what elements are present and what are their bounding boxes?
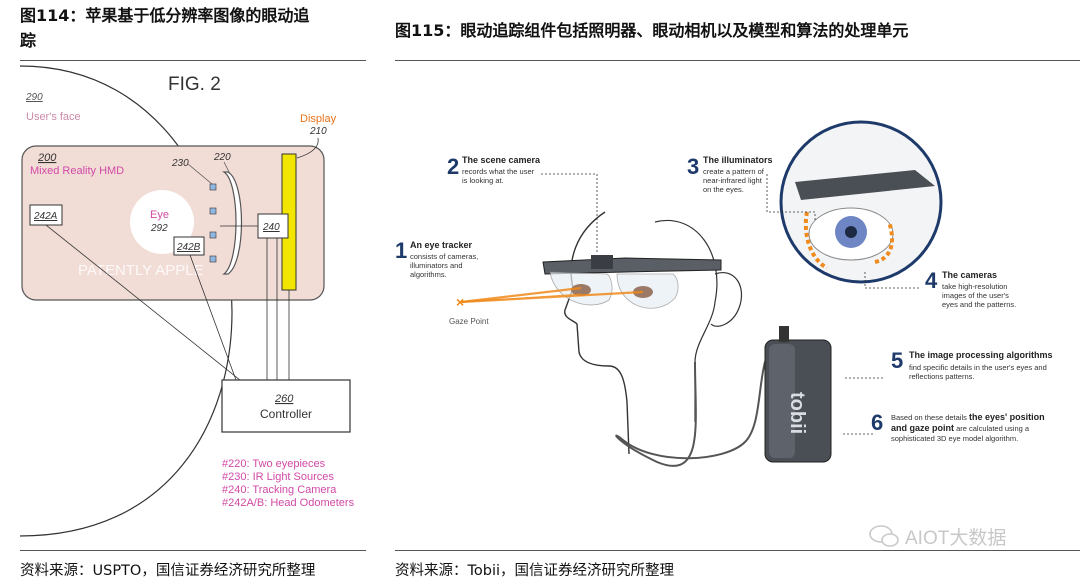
left-eye bbox=[571, 284, 591, 296]
callout-6-bold2: and gaze point bbox=[891, 423, 954, 433]
right-source-rule bbox=[395, 550, 1080, 551]
callout-2-title: The scene camera bbox=[462, 155, 541, 165]
callout-6-line-a: Based on these details the eyes' positio… bbox=[891, 412, 1045, 422]
eye-ref: 292 bbox=[150, 223, 168, 234]
gaze-point-label: Gaze Point bbox=[449, 317, 489, 326]
callout-5-title: The image processing algorithms bbox=[909, 350, 1053, 360]
device-highlight bbox=[769, 344, 795, 458]
head-back bbox=[654, 219, 718, 422]
box-242b bbox=[173, 236, 205, 256]
eyepiece bbox=[221, 171, 243, 275]
box-242b-label: 242B bbox=[176, 242, 201, 253]
left-source: 资料来源：USPTO，国信证券经济研究所整理 bbox=[20, 563, 316, 579]
box-242a-label: 242A bbox=[33, 211, 58, 222]
callout-1-title: An eye tracker bbox=[410, 240, 473, 250]
callout-5-num: 5 bbox=[891, 348, 903, 373]
callout-6-pre: Based on these details bbox=[891, 413, 969, 422]
left-caption-line2: 踪 bbox=[20, 31, 37, 50]
face-ref: 290 bbox=[25, 92, 43, 103]
zoom-frame bbox=[795, 170, 935, 200]
callout-5-line-1: find specific details in the user's eyes… bbox=[909, 363, 1047, 372]
watermark-text: AIOT大数据 bbox=[905, 527, 1006, 548]
patent-figure: 290 User's face FIG. 2 200 Mixed Reality… bbox=[20, 62, 370, 548]
glasses-frame bbox=[542, 257, 722, 275]
box-240-label: 240 bbox=[262, 222, 280, 233]
controller-box bbox=[221, 379, 351, 433]
legend-4: #242A/B: Head Odometers bbox=[222, 497, 355, 509]
illuminator-ring bbox=[803, 211, 829, 270]
display-label: Display bbox=[300, 113, 337, 125]
legend-3: #240: Tracking Camera bbox=[222, 484, 337, 496]
callout-6-bold1: the eyes' position bbox=[969, 412, 1045, 422]
ir-source-3 bbox=[209, 231, 217, 239]
hmd-label: Mixed Reality HMD bbox=[30, 165, 124, 177]
tobii-figure: × Gaze Point tobii 1 An eye tracker cons… bbox=[395, 62, 1080, 548]
aiot-watermark: AIOT大数据 bbox=[869, 525, 1006, 548]
callout-6-num: 6 bbox=[871, 410, 883, 435]
left-source-rule bbox=[20, 550, 366, 551]
callout-4-title: The cameras bbox=[942, 270, 997, 280]
ir-source-2 bbox=[209, 207, 217, 215]
ir-source-1 bbox=[209, 183, 217, 191]
ear bbox=[710, 272, 743, 327]
face-label: User's face bbox=[26, 111, 81, 123]
gaze-x-mark: × bbox=[456, 294, 464, 310]
callout-3-line-1: create a pattern of bbox=[703, 167, 765, 176]
legend-1: #220: Two eyepieces bbox=[222, 458, 326, 470]
box-240 bbox=[257, 213, 289, 239]
hmd-ref: 200 bbox=[37, 152, 57, 164]
callout-3-line-2: near-infrared light bbox=[703, 176, 763, 185]
watermark-patently: PATENTLY APPLE bbox=[78, 262, 204, 279]
ref-230: 230 bbox=[171, 158, 189, 169]
device-connector bbox=[779, 326, 789, 342]
callout-3-title: The illuminators bbox=[703, 155, 773, 165]
callout-4-num: 4 bbox=[925, 268, 938, 293]
right-caption: 图115：眼动追踪组件包括照明器、眼动相机以及模型和算法的处理单元 bbox=[395, 21, 909, 40]
callout-6-line-c: sophisticated 3D eye model algorithm. bbox=[891, 434, 1018, 443]
device-cable bbox=[615, 341, 776, 467]
zoom-pupil bbox=[845, 226, 857, 238]
face-outline bbox=[20, 65, 233, 537]
left-caption-rule bbox=[20, 60, 366, 61]
callout-4-line-1: take high-resolution bbox=[942, 282, 1007, 291]
eye-label: Eye bbox=[150, 209, 169, 221]
callout-5-line-2: reflections patterns. bbox=[909, 372, 974, 381]
fig-title: FIG. 2 bbox=[168, 74, 221, 95]
callout-1-line-1: consists of cameras, bbox=[410, 252, 478, 261]
controller-label: Controller bbox=[260, 407, 312, 421]
callout-3-num: 3 bbox=[687, 154, 699, 179]
head-outline bbox=[564, 211, 630, 455]
scene-camera bbox=[591, 255, 613, 269]
callout-1-line-3: algorithms. bbox=[410, 270, 447, 279]
device-brand: tobii bbox=[786, 392, 808, 434]
right-source: 资料来源：Tobii，国信证券经济研究所整理 bbox=[395, 563, 675, 579]
callout-2-line-1: records what the user bbox=[462, 167, 535, 176]
callout-4-line-3: eyes and the patterns. bbox=[942, 300, 1016, 309]
ir-source-4 bbox=[209, 255, 217, 263]
ref-220: 220 bbox=[213, 152, 231, 163]
display-ref: 210 bbox=[309, 126, 327, 137]
controller-ref: 260 bbox=[274, 393, 294, 405]
callout-1-line-2: illuminators and bbox=[410, 261, 463, 270]
left-caption-line1: 图114：苹果基于低分辨率图像的眼动追 bbox=[20, 6, 310, 25]
illuminator-ring-2 bbox=[874, 221, 894, 264]
right-caption-rule bbox=[395, 60, 1080, 61]
callout-4-line-2: images of the user's bbox=[942, 291, 1009, 300]
callout-3-line-3: on the eyes. bbox=[703, 185, 744, 194]
callout-2-line-2: is looking at. bbox=[462, 176, 504, 185]
callout-6-post: are calculated using a bbox=[954, 424, 1030, 433]
callout-2-num: 2 bbox=[447, 154, 459, 179]
callout-1-num: 1 bbox=[395, 238, 407, 263]
callout-6-line-b: and gaze point are calculated using a bbox=[891, 423, 1030, 433]
legend-2: #230: IR Light Sources bbox=[222, 471, 334, 483]
